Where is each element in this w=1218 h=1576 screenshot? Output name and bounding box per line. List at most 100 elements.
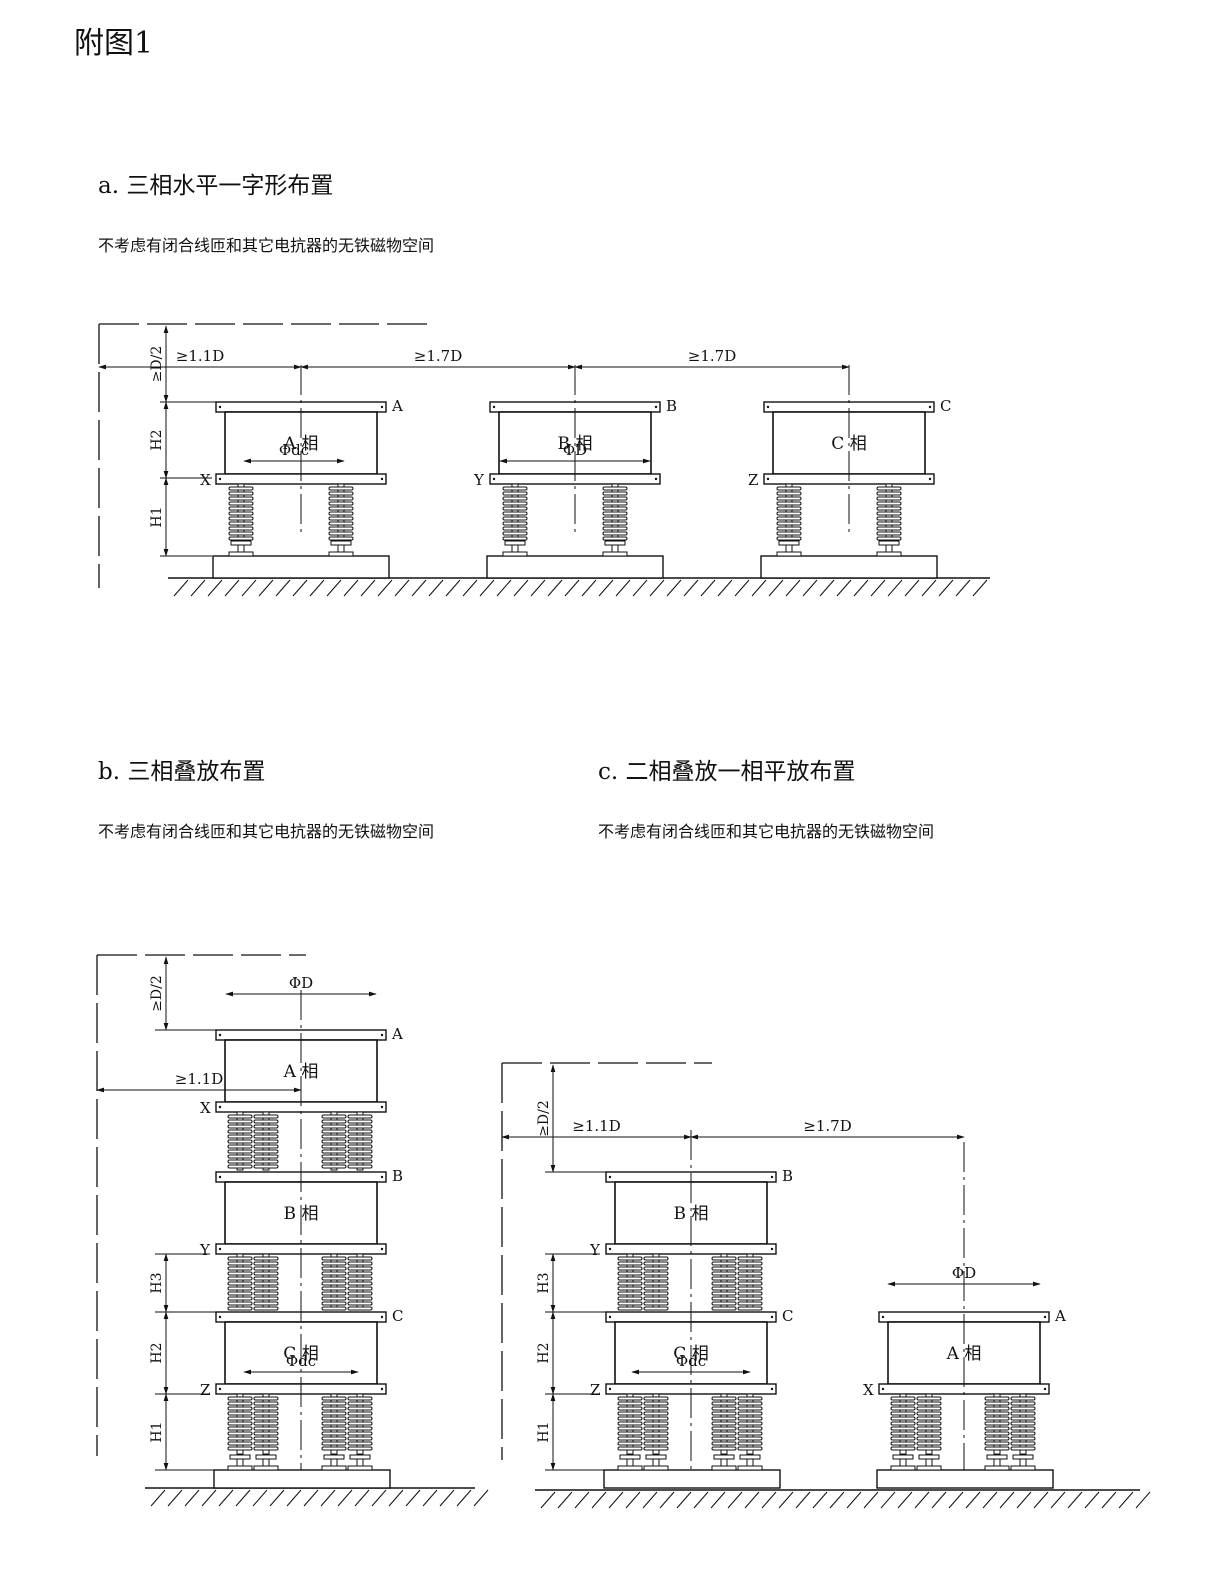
dim-a-bc-label: ≥1.7D (688, 347, 736, 365)
insulator-shed (737, 1291, 763, 1296)
insulator-shed (321, 1291, 347, 1296)
insulator-shed (984, 1401, 1010, 1406)
coil-c-footing-1 (876, 540, 902, 557)
insulator-shed (916, 1421, 942, 1426)
insulator-shed (227, 1271, 253, 1276)
insulator-shed (347, 1426, 373, 1431)
insulator-shed (321, 1431, 347, 1436)
ground-hatch (547, 579, 563, 597)
ground-hatch (377, 579, 393, 597)
insulator-shed (321, 1401, 347, 1406)
insulator-shed (227, 1396, 253, 1401)
dim-b-h2-label: H2 (149, 1342, 165, 1363)
insulator-shed (227, 1301, 253, 1306)
insulator-shed (253, 1401, 279, 1406)
dim-a-h1-label: H1 (149, 506, 165, 527)
insulator-shed (711, 1256, 737, 1261)
terminal-dot-right (380, 1315, 384, 1319)
insulator-shed (984, 1421, 1010, 1426)
stack-c-footing-3-stem (746, 1458, 754, 1467)
insulator-shed (321, 1446, 347, 1451)
single-a-footing-2-cap (986, 1454, 1008, 1460)
coil-a-footing-1-foot (328, 551, 354, 557)
ground-hatch (812, 1491, 828, 1509)
ground-hatch (218, 1489, 234, 1507)
coil-a-foundation (212, 555, 390, 579)
insulator-shed (328, 511, 354, 516)
terminal-dot-right (380, 1387, 384, 1391)
terminal-dot-left (218, 405, 222, 409)
stack-c-footing-1-stem (652, 1458, 660, 1467)
stack-b-footing-2-foot (321, 1465, 347, 1471)
insulator-shed (617, 1431, 643, 1436)
stack-b-ins-lower-3 (347, 1393, 373, 1455)
insulator-shed (321, 1426, 347, 1431)
insulator-shed (328, 531, 354, 536)
insulator-shed (347, 1129, 373, 1134)
insulator-shed (643, 1271, 669, 1276)
insulator-shed (890, 1446, 916, 1451)
insulator-shed (711, 1441, 737, 1446)
insulator-shed (321, 1436, 347, 1441)
single-a-footing-1-cap (918, 1454, 940, 1460)
dim-c-top-label: ≥D/2 (536, 1100, 552, 1137)
insulator-shed (916, 1411, 942, 1416)
ground-hatch (666, 579, 682, 597)
ground-hatch (343, 579, 359, 597)
coil-b-a-phase-label: A 相 (283, 1062, 319, 1082)
insulator-shed (711, 1421, 737, 1426)
insulator-shed (617, 1421, 643, 1426)
ground-hatch (173, 579, 189, 597)
coil-b-a-terminal-top: A (391, 1025, 403, 1043)
insulator-shed (711, 1406, 737, 1411)
dim-a-ab-label: ≥1.7D (414, 347, 462, 365)
insulator-shed (253, 1446, 279, 1451)
stack-b-footing-1 (253, 1454, 279, 1471)
insulator-shed (321, 1261, 347, 1266)
insulator-shed (253, 1164, 279, 1169)
coil-a-footing-0-stem (237, 544, 245, 553)
coil-b-footing-1 (602, 540, 628, 557)
ground-hatch (608, 1491, 624, 1509)
insulator-shed (602, 491, 628, 496)
page-title: 附图1 (74, 26, 154, 61)
ground-hatch (405, 1489, 421, 1507)
stack-c-footing-0-cap (619, 1454, 641, 1460)
ground-hatch (473, 1489, 489, 1507)
insulator-shed (502, 521, 528, 526)
insulator-shed (711, 1396, 737, 1401)
stack-c-footing-1 (643, 1454, 669, 1471)
insulator-shed (347, 1261, 373, 1266)
insulator-shed (347, 1446, 373, 1451)
dim-c-h3-label: H3 (536, 1272, 552, 1293)
insulator-shed (711, 1401, 737, 1406)
insulator-shed (643, 1401, 669, 1406)
insulator-shed (328, 486, 354, 491)
insulator-shed (643, 1436, 669, 1441)
coil-c-insulator-1 (876, 483, 902, 541)
insulator-shed (328, 491, 354, 496)
insulator-shed (253, 1144, 279, 1149)
insulator-shed (776, 491, 802, 496)
insulator-shed (347, 1306, 373, 1311)
insulator-shed (227, 1144, 253, 1149)
insulator-shed (1010, 1441, 1036, 1446)
insulator-shed (617, 1286, 643, 1291)
insulator-shed (347, 1296, 373, 1301)
ground-hatch (439, 1489, 455, 1507)
insulator-shed (253, 1114, 279, 1119)
coil-b-footing-1-cap (604, 540, 626, 546)
insulator-shed (916, 1426, 942, 1431)
insulator-shed (502, 486, 528, 491)
stack-b-ins-mid-0 (227, 1253, 253, 1311)
insulator-shed (321, 1396, 347, 1401)
single-a-foundation (876, 1469, 1054, 1489)
insulator-shed (776, 496, 802, 501)
insulator-shed (253, 1406, 279, 1411)
insulator-shed (328, 516, 354, 521)
ground-hatch (676, 1491, 692, 1509)
insulator-shed (617, 1296, 643, 1301)
insulator-shed (253, 1261, 279, 1266)
insulator-shed (617, 1436, 643, 1441)
